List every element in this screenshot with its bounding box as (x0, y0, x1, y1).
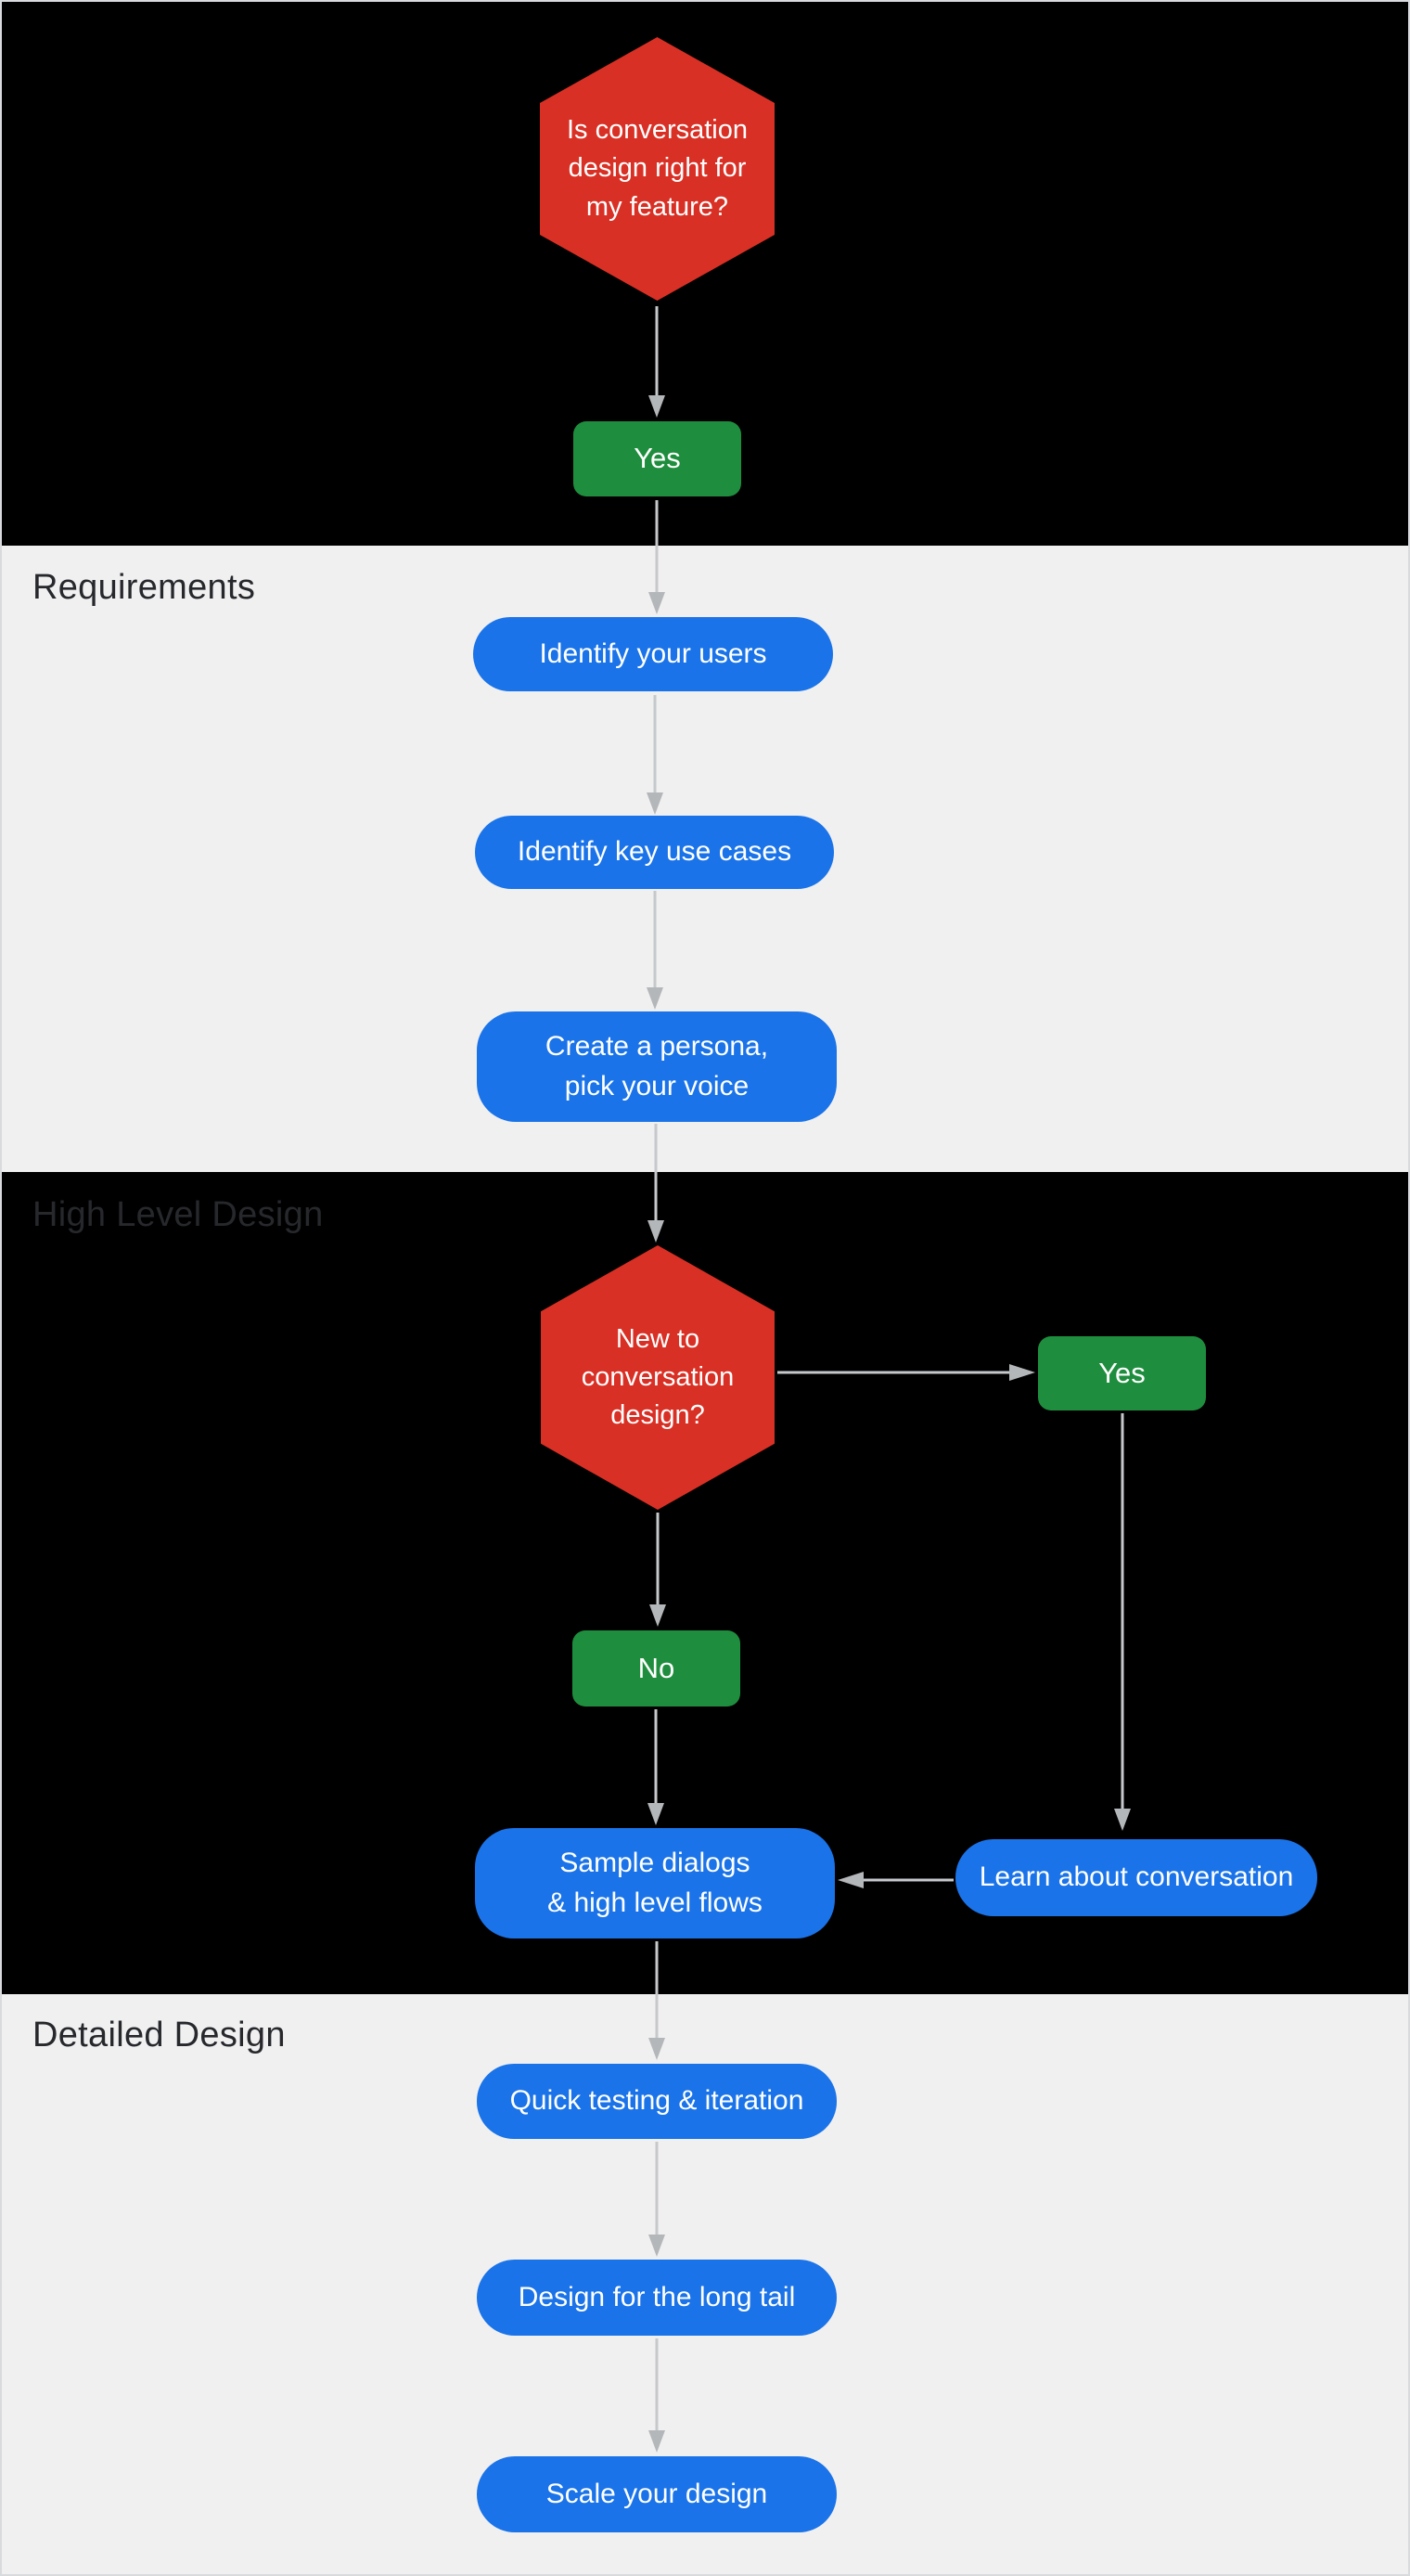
step-identify-your-users[interactable]: Identify your users (473, 617, 833, 691)
step-scale-your-design-label: Scale your design (545, 2478, 768, 2509)
step-quick-testing-iteration[interactable]: Quick testing & iteration (477, 2064, 837, 2139)
step-create-persona-pick-voice[interactable]: Create a persona, pick your voice (477, 1011, 837, 1122)
answer-no-button-label: No (637, 1651, 675, 1684)
step-scale-your-design[interactable]: Scale your design (477, 2456, 837, 2532)
decision-new-to-conversation-design-label: New to conversation design? (581, 1323, 735, 1431)
decision-new-to-conversation-design: New to conversation design? (541, 1245, 775, 1510)
answer-yes-button-top[interactable]: Yes (573, 421, 741, 496)
answer-yes-button-top-label: Yes (634, 442, 681, 475)
decision-is-conversation-design-right: Is conversation design right for my feat… (540, 37, 775, 301)
step-create-persona-pick-voice-label: Create a persona, pick your voice (545, 1030, 769, 1101)
step-learn-about-conversation[interactable]: Learn about conversation (955, 1839, 1317, 1916)
step-sample-dialogs-high-level-flows[interactable]: Sample dialogs & high level flows (475, 1828, 835, 1938)
section-label-detailed-design: Detailed Design (32, 2016, 286, 2054)
step-learn-about-conversation-label: Learn about conversation (979, 1861, 1294, 1893)
step-identify-key-use-cases[interactable]: Identify key use cases (475, 816, 834, 889)
section-label-high-level-design: High Level Design (32, 1195, 324, 1234)
step-design-for-long-tail[interactable]: Design for the long tail (477, 2260, 837, 2336)
section-label-requirements: Requirements (32, 568, 256, 607)
step-identify-your-users-label: Identify your users (539, 638, 767, 669)
step-sample-dialogs-high-level-flows-label: Sample dialogs & high level flows (547, 1847, 763, 1918)
decision-is-conversation-design-right-label: Is conversation design right for my feat… (566, 115, 749, 222)
answer-no-button[interactable]: No (572, 1630, 740, 1707)
answer-yes-button-right-label: Yes (1098, 1356, 1146, 1389)
step-design-for-long-tail-label: Design for the long tail (518, 2281, 796, 2312)
answer-yes-button-right[interactable]: Yes (1038, 1336, 1206, 1410)
step-quick-testing-iteration-label: Quick testing & iteration (509, 2085, 804, 2117)
step-identify-key-use-cases-label: Identify key use cases (517, 836, 792, 868)
